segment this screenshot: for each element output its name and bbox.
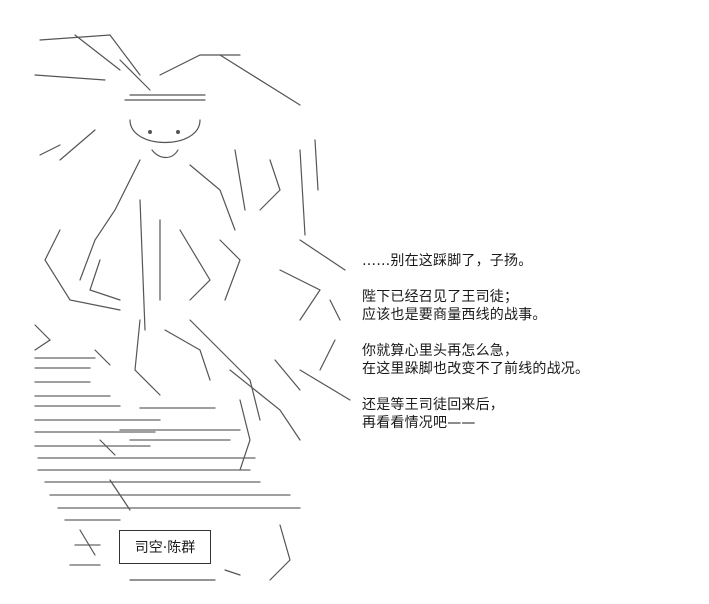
dialogue-line: ……别在这踩脚了，子扬。 <box>362 253 533 269</box>
dialogue-line: 陛下已经召见了王司徒； <box>362 289 519 305</box>
dialogue-line: 你就算心里头再怎么急， <box>362 343 519 359</box>
dialogue-line: 在这里跺脚也改变不了前线的战况。 <box>362 361 590 377</box>
speaker-name: 司空·陈群 <box>134 540 196 556</box>
dialogue-line: 应该也是要商量西线的战事。 <box>362 307 547 323</box>
speaker-name-box: 司空·陈群 <box>119 530 211 564</box>
dialogue-line: 还是等王司徒回来后， <box>362 397 504 413</box>
dialogue-line: 再看看情况吧—— <box>362 415 476 431</box>
